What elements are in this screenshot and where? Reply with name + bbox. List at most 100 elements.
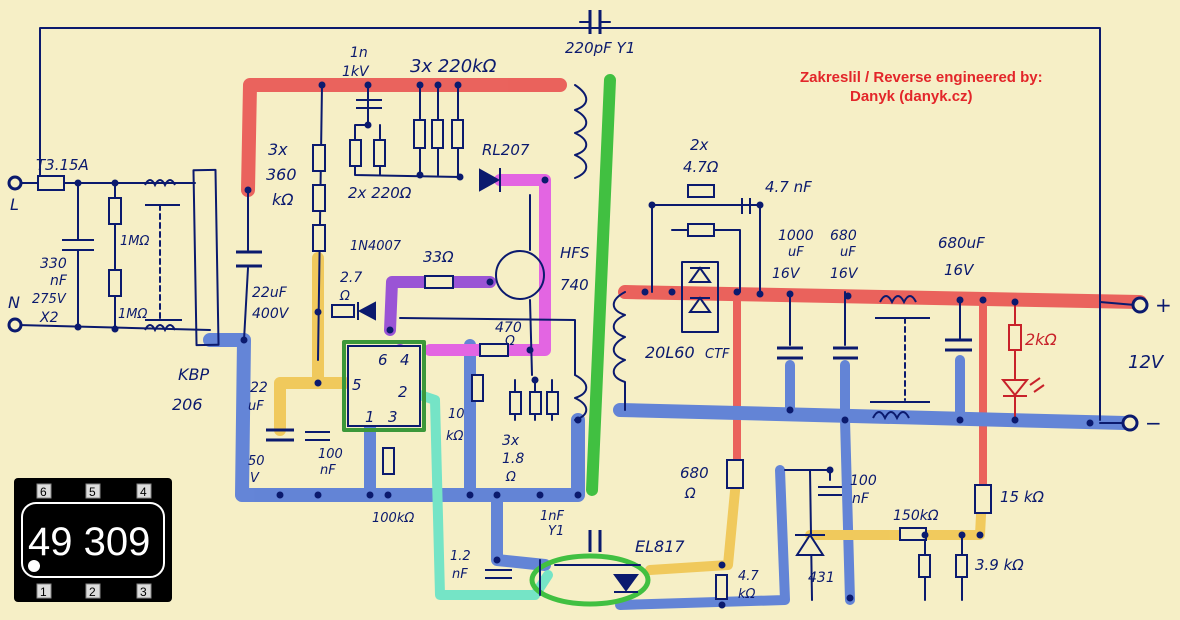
terminal-n-icon[interactable] bbox=[7, 317, 23, 333]
label-res-10k-value: 10 bbox=[448, 407, 465, 422]
ic-chip-face bbox=[21, 502, 165, 578]
label-cap-1000-value: 1000 bbox=[778, 228, 814, 244]
label-snubber-small-res: 2x 220Ω bbox=[348, 184, 412, 202]
output-choke-2-icon bbox=[870, 401, 930, 421]
bleeder-2-icon bbox=[108, 269, 122, 297]
res-2k7-icon bbox=[331, 304, 355, 318]
res-470-icon bbox=[479, 343, 509, 357]
label-sense-unit: Ω bbox=[505, 470, 516, 485]
label-bleeder-1: 1MΩ bbox=[120, 234, 149, 249]
label-res-470-value: 470 bbox=[495, 320, 522, 336]
cap-680a-icon bbox=[833, 346, 858, 360]
label-schottky-suffix: CTF bbox=[705, 347, 730, 362]
label-start-res-count: 3x bbox=[268, 140, 288, 159]
secondary-ground-trace bbox=[613, 403, 1132, 430]
label-vcc-cap-voltage: 50 bbox=[248, 454, 265, 469]
sense-res-3-icon bbox=[546, 391, 559, 415]
label-cap-1n2-value: 1.2 bbox=[450, 549, 471, 564]
mosfet-symbol bbox=[495, 250, 545, 300]
isolation-barrier bbox=[586, 74, 616, 496]
schottky-box bbox=[681, 261, 719, 333]
cap-680b-icon bbox=[945, 338, 972, 352]
diode-1n4007-icon bbox=[357, 301, 376, 321]
label-x-cap-value: 330 bbox=[40, 256, 67, 272]
label-res-470-unit: Ω bbox=[504, 334, 515, 349]
label-cap-1000-unit: uF bbox=[788, 245, 804, 260]
start-res-3-icon bbox=[312, 224, 326, 252]
snubber-cap-icon bbox=[356, 99, 382, 109]
primary-ground-trace bbox=[203, 333, 585, 502]
label-cap-680b-voltage: 16V bbox=[944, 261, 975, 279]
label-cap-100n-left-value: 100 bbox=[318, 447, 343, 462]
label-pin-4: 4 bbox=[400, 351, 410, 369]
label-res-2k7-unit: Ω bbox=[339, 289, 350, 304]
gate-res-icon bbox=[424, 275, 454, 289]
mosfet-drain-wire bbox=[529, 194, 533, 376]
secondary-ground-trace-3 bbox=[615, 415, 855, 610]
label-snubber-res: 3x 220kΩ bbox=[410, 56, 497, 77]
sense-res-1-icon bbox=[509, 391, 522, 415]
rc-res-2-icon bbox=[687, 223, 715, 237]
label-bleeder-2: 1MΩ bbox=[118, 307, 147, 322]
label-cap-100n-left-unit: nF bbox=[320, 463, 336, 478]
rc-cap-icon bbox=[741, 198, 751, 214]
label-bulk-cap-voltage: 400V bbox=[252, 306, 290, 322]
terminal-minus-icon[interactable] bbox=[1121, 414, 1139, 432]
label-bulk-cap-value: 22uF bbox=[252, 285, 288, 301]
vcc-cap-icon bbox=[266, 428, 294, 442]
terminal-l-icon[interactable] bbox=[7, 175, 23, 191]
res-4k7-icon bbox=[715, 574, 728, 600]
label-opto: EL817 bbox=[635, 537, 685, 556]
terminal-plus-icon[interactable] bbox=[1131, 296, 1149, 314]
start-res-2-icon bbox=[312, 184, 326, 212]
secondary-ground-trace-2 bbox=[785, 355, 965, 425]
ic-highlight bbox=[342, 340, 426, 432]
label-cap-680a-value: 680 bbox=[830, 228, 857, 244]
label-gate-res: 33Ω bbox=[423, 248, 454, 266]
opto-led-yellow bbox=[645, 465, 742, 575]
choke-icon bbox=[144, 179, 180, 206]
ic-chip-pin-top-1 bbox=[36, 483, 52, 499]
label-diode-1n4007: 1N4007 bbox=[350, 239, 402, 254]
ic-chip-pin-bottom-1 bbox=[36, 583, 52, 599]
primary-ground-trace-2 bbox=[364, 339, 476, 501]
label-cap-680a-voltage: 16V bbox=[830, 266, 859, 282]
label-res-15k: 15 kΩ bbox=[1000, 488, 1045, 506]
label-res-10k-unit: kΩ bbox=[446, 429, 464, 444]
label-pin-1: 1 bbox=[365, 408, 375, 426]
label-res-680-value: 680 bbox=[680, 464, 709, 482]
cap-1n-y1-icon bbox=[588, 530, 602, 552]
credit-line-2: Danyk (danyk.cz) bbox=[850, 88, 973, 105]
label-sense-count: 3x bbox=[502, 433, 520, 449]
bulk-cap-wire bbox=[243, 189, 249, 341]
label-cap-1n2-unit: nF bbox=[452, 567, 468, 582]
sense-res-2-icon bbox=[529, 391, 542, 415]
ic-pin-top-label-1: 6 bbox=[40, 485, 47, 499]
res-100k-icon bbox=[382, 447, 395, 475]
label-led-res: 2kΩ bbox=[1025, 330, 1057, 349]
led-res-icon bbox=[1008, 324, 1022, 351]
snubber-res-1-icon bbox=[413, 119, 426, 149]
ic-pin-bottom-label-2: 2 bbox=[89, 585, 96, 599]
vcc-trace bbox=[274, 252, 351, 436]
label-rc-res-count: 2x bbox=[690, 136, 709, 154]
label-start-res-unit: kΩ bbox=[272, 190, 294, 209]
label-pin-2: 2 bbox=[398, 383, 408, 401]
ic-chip-pin-top-3 bbox=[136, 483, 152, 499]
top-return-wire bbox=[39, 27, 1101, 421]
bridge-rectifier-body bbox=[192, 168, 220, 347]
label-rc-res-value: 4.7Ω bbox=[683, 158, 719, 176]
junction-dots bbox=[74, 81, 1094, 609]
secondary-winding bbox=[612, 291, 626, 411]
label-res-150k: 150kΩ bbox=[893, 508, 939, 524]
label-terminal-l: L bbox=[10, 195, 19, 214]
label-vcc-cap-value: 22 bbox=[250, 380, 268, 396]
label-out-voltage: 12V bbox=[1128, 352, 1165, 373]
label-cap-100n-right-unit: nF bbox=[852, 491, 870, 507]
cap-100n-right-icon bbox=[818, 486, 842, 496]
label-pin-6: 6 bbox=[378, 351, 388, 369]
label-pin-5: 5 bbox=[352, 376, 362, 394]
ic-pin-top-label-3: 4 bbox=[140, 485, 147, 499]
label-res-3k9: 3.9 kΩ bbox=[975, 556, 1024, 574]
